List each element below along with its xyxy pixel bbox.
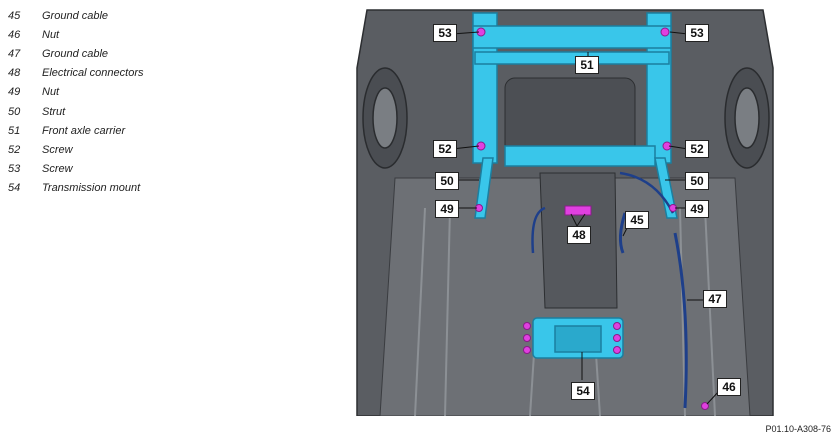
legend-item: 46 Nut — [8, 25, 144, 44]
callout-52-right: 52 — [685, 140, 709, 158]
legend-item: 50 Strut — [8, 102, 144, 121]
legend-item: 45 Ground cable — [8, 6, 144, 25]
callout-45: 45 — [625, 211, 649, 229]
legend-label: Nut — [42, 28, 60, 41]
legend-label: Ground cable — [42, 9, 109, 22]
callout-47: 47 — [703, 290, 727, 308]
legend-item: 54 Transmission mount — [8, 179, 144, 198]
front-axle-carrier — [472, 12, 672, 167]
legend-item: 51 Front axle carrier — [8, 121, 144, 140]
leader-lines — [451, 31, 721, 405]
legend-label: Strut — [42, 105, 66, 118]
fastener-markers — [475, 27, 709, 410]
wheel-left — [362, 67, 408, 169]
callout-53-left: 53 — [433, 24, 457, 42]
wheel-right — [724, 67, 770, 169]
legend-number: 47 — [8, 47, 21, 60]
legend-label: Ground cable — [42, 47, 109, 60]
electrical-connector — [564, 205, 592, 216]
legend-number: 48 — [8, 67, 21, 80]
callout-46: 46 — [717, 378, 741, 396]
callout-49-left: 49 — [435, 200, 459, 218]
legend-number: 51 — [8, 124, 21, 137]
strut-left — [474, 157, 494, 219]
underbody-illustration: 53 53 51 52 52 50 50 49 49 48 45 47 54 4… — [355, 8, 775, 417]
ground-cable-47 — [673, 232, 688, 409]
callout-53-right: 53 — [685, 24, 709, 42]
legend-number: 45 — [8, 9, 21, 22]
legend-label: Screw — [42, 143, 73, 156]
callout-49-right: 49 — [685, 200, 709, 218]
callout-54: 54 — [571, 382, 595, 400]
transmission-mount — [532, 317, 624, 359]
figure-reference: P01.10-A308-76 — [765, 424, 831, 434]
legend-number: 49 — [8, 86, 21, 99]
legend-label: Screw — [42, 163, 73, 176]
legend-number: 53 — [8, 163, 21, 176]
callout-50-right: 50 — [685, 172, 709, 190]
legend-item: 52 Screw — [8, 140, 144, 159]
legend-label: Front axle carrier — [42, 124, 126, 137]
legend-item: 49 Nut — [8, 83, 144, 102]
floor-ribs — [414, 207, 716, 417]
legend-number: 52 — [8, 143, 21, 156]
legend-number: 46 — [8, 28, 21, 41]
callout-50-left: 50 — [435, 172, 459, 190]
ground-cable-45 — [618, 212, 627, 254]
legend-number: 50 — [8, 105, 21, 118]
callout-48: 48 — [567, 226, 591, 244]
legend-label: Transmission mount — [42, 182, 141, 195]
legend-item: 47 Ground cable — [8, 44, 144, 63]
callout-52-left: 52 — [433, 140, 457, 158]
legend-number: 54 — [8, 182, 21, 195]
legend-item: 48 Electrical connectors — [8, 64, 144, 83]
legend-label: Electrical connectors — [42, 67, 144, 80]
legend-item: 53 Screw — [8, 160, 144, 179]
underbody-drawing — [356, 9, 774, 417]
legend-label: Nut — [42, 86, 60, 99]
callout-51: 51 — [575, 56, 599, 74]
